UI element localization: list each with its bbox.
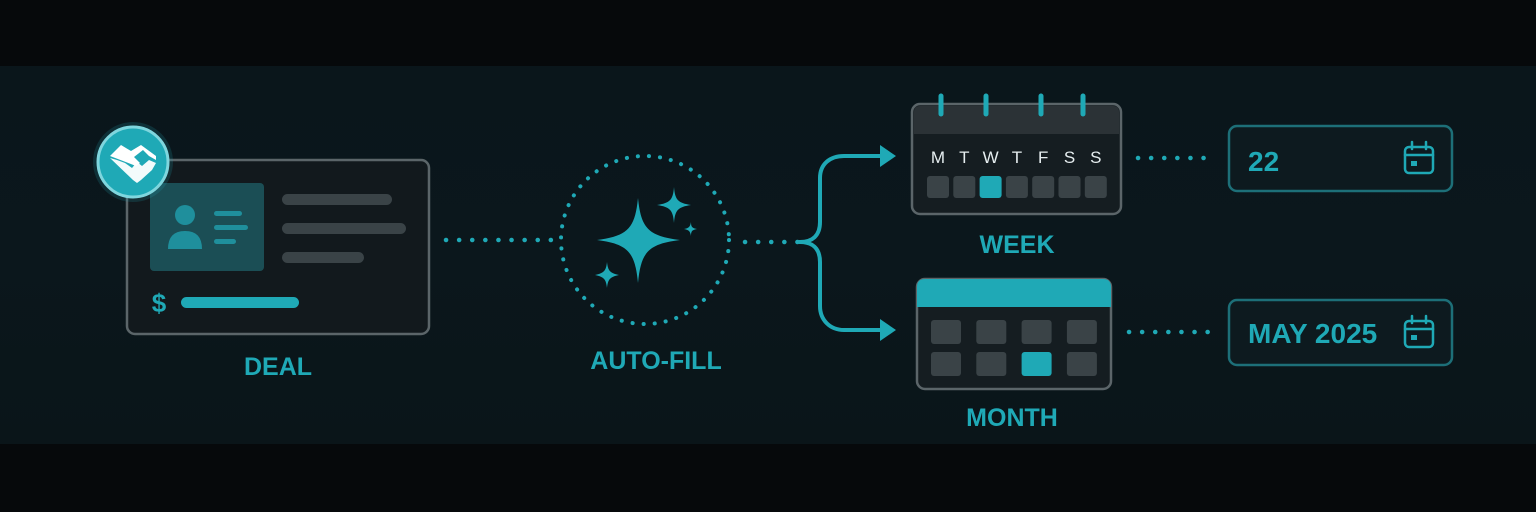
deal-label: DEAL — [244, 353, 312, 381]
weekday-label: M — [931, 148, 945, 167]
month-cell-selected[interactable] — [1021, 352, 1052, 376]
month-date-field[interactable]: MAY 2025 — [1227, 298, 1454, 367]
weekday-label: S — [1090, 148, 1101, 167]
month-cell[interactable] — [931, 352, 961, 376]
weekday-label: S — [1064, 148, 1075, 167]
week-day-cell[interactable] — [1058, 176, 1081, 198]
sparkle-icon — [595, 187, 697, 288]
week-day-cell[interactable] — [953, 176, 976, 198]
calendar-icon[interactable] — [1403, 314, 1435, 349]
month-cell[interactable] — [1021, 320, 1052, 344]
amount-bar — [181, 297, 299, 308]
calendar-icon[interactable] — [1403, 140, 1435, 175]
weekday-label: T — [1012, 148, 1022, 167]
person-icon — [168, 205, 202, 249]
branch-arrows — [798, 154, 886, 332]
deal-card: $ — [125, 158, 431, 336]
week-day-cell[interactable] — [1084, 176, 1107, 198]
month-cell[interactable] — [976, 320, 1007, 344]
arrowhead-month — [880, 319, 896, 341]
month-field-value: MAY 2025 — [1248, 318, 1377, 349]
month-calendar — [915, 277, 1113, 391]
text-line-3 — [282, 252, 364, 263]
currency-symbol: $ — [152, 288, 167, 318]
month-cell[interactable] — [931, 320, 961, 344]
auto-fill-label: AUTO-FILL — [590, 347, 721, 375]
week-day-cell[interactable] — [1032, 176, 1055, 198]
text-line-2 — [282, 223, 406, 234]
week-field-value: 22 — [1248, 146, 1279, 177]
arrowhead-week — [880, 145, 896, 167]
week-label: WEEK — [980, 231, 1055, 259]
week-day-cell[interactable] — [927, 176, 949, 198]
month-label: MONTH — [966, 404, 1058, 432]
auto-fill-node — [559, 154, 731, 326]
text-line-1 — [282, 194, 392, 205]
month-cell[interactable] — [976, 352, 1007, 376]
handshake-icon — [110, 145, 156, 183]
contact-tile — [150, 183, 264, 271]
week-day-cell-selected[interactable] — [979, 176, 1002, 198]
deal-badge — [93, 122, 173, 202]
weekday-label: T — [959, 148, 969, 167]
weekday-label: F — [1038, 148, 1048, 167]
calendar-rings — [938, 93, 1086, 117]
week-date-field[interactable]: 22 — [1227, 124, 1454, 193]
month-cell[interactable] — [1066, 352, 1097, 376]
weekday-label: W — [983, 148, 999, 167]
week-day-cell[interactable] — [1005, 176, 1028, 198]
month-cell[interactable] — [1066, 320, 1097, 344]
